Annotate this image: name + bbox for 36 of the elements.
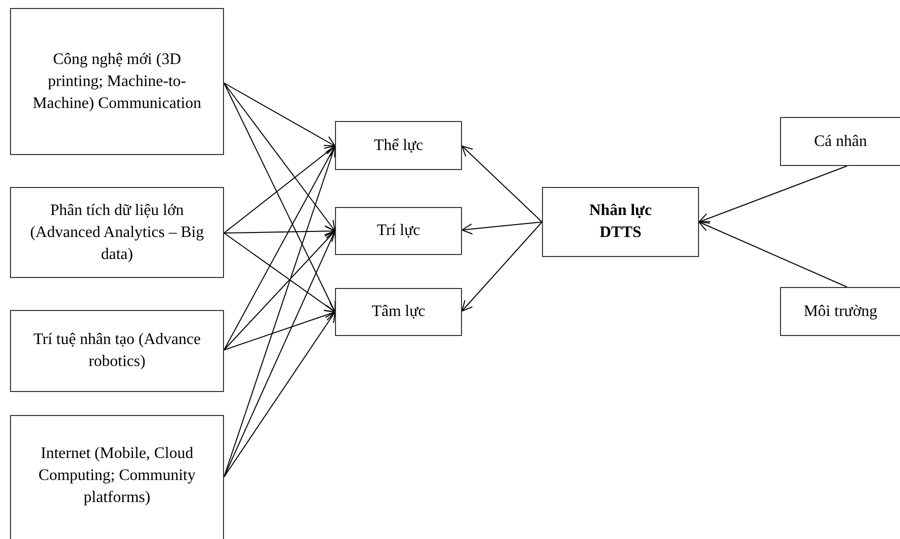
arrow xyxy=(224,82,336,312)
text-box xyxy=(780,287,900,336)
arrow xyxy=(462,222,542,234)
arrow xyxy=(224,82,336,146)
arrow xyxy=(698,220,848,288)
arrow xyxy=(224,82,336,232)
text-box xyxy=(10,187,224,278)
arrow xyxy=(462,146,542,222)
node-label: Tâm lực xyxy=(370,302,426,322)
text-box xyxy=(542,187,699,257)
node-label: Trí tuệ nhân tạo (Advance robotics) xyxy=(32,330,202,372)
arrow xyxy=(224,230,336,350)
text-box xyxy=(780,117,900,166)
node-label: Internet (Mobile, Cloud Computing; Community platforms) xyxy=(38,444,196,508)
text-box xyxy=(335,121,462,170)
arrow xyxy=(224,232,336,312)
arrow xyxy=(698,166,848,224)
text-box xyxy=(10,8,224,155)
text-box xyxy=(335,207,462,255)
arrow xyxy=(224,146,336,350)
arrow xyxy=(224,230,336,478)
node-label: Trí lực xyxy=(376,221,422,241)
node-label: Nhân lực DTTS xyxy=(588,201,653,243)
node-label: Công nghệ mới (3D printing; Machine-to-Machine) Communication xyxy=(32,50,202,114)
arrow xyxy=(462,222,542,312)
text-box xyxy=(10,415,224,539)
node-label: Cá nhân xyxy=(813,132,868,152)
node-label: Phân tích dữ liệu lớn (Advanced Analytics – Big data) xyxy=(29,200,205,264)
arrow xyxy=(224,226,336,237)
node-label: Thể lực xyxy=(372,136,424,156)
node-label: Môi trường xyxy=(802,302,878,322)
text-box xyxy=(335,288,462,336)
arrow xyxy=(224,312,336,478)
arrow xyxy=(224,146,336,234)
arrow xyxy=(224,310,336,350)
text-box xyxy=(10,310,224,392)
